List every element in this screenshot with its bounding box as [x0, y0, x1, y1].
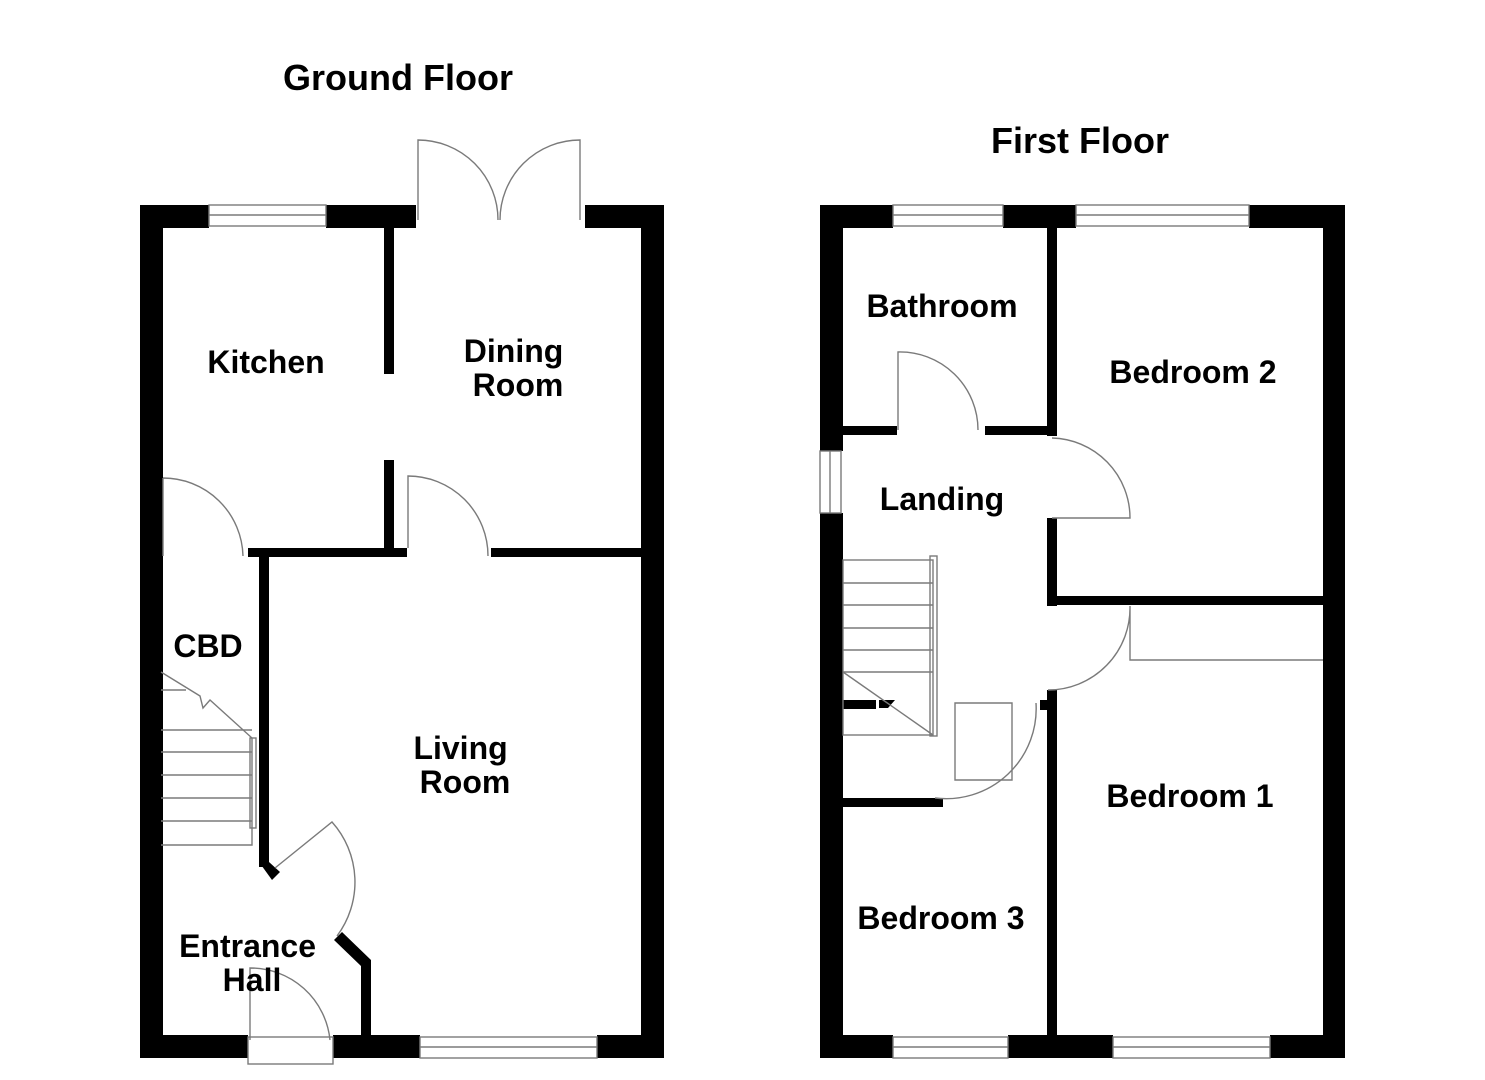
ground-floor-stairs [160, 671, 257, 846]
bedroom-2-door [1051, 437, 1131, 519]
ground-floor-outer-walls [140, 205, 664, 1058]
first-floor-title: First Floor [991, 120, 1169, 161]
first-floor-internal-walls [843, 226, 1325, 1037]
cbd-door [162, 477, 244, 557]
ground-floor-title: Ground Floor [283, 57, 513, 98]
room-label-kitchen: Kitchen [207, 344, 324, 380]
front-door [249, 967, 331, 1041]
ground-floor-internal-walls [248, 226, 643, 1037]
ground-floor-plan: Ground Floor [140, 57, 664, 1065]
room-label-entrance-hall: Entrance Hall [179, 928, 325, 998]
room-label-bedroom-3: Bedroom 3 [857, 900, 1024, 936]
room-label-living-room: Living Room [413, 730, 516, 800]
room-label-bathroom: Bathroom [866, 288, 1017, 324]
first-floor-doors [897, 351, 1323, 800]
bathroom-door [897, 351, 979, 431]
french-doors [417, 139, 499, 221]
room-label-cbd: CBD [173, 628, 242, 664]
first-floor-stairs [842, 555, 938, 737]
room-label-landing: Landing [880, 481, 1004, 517]
ground-floor-doors [162, 139, 581, 1041]
bedroom-1-door [1047, 605, 1323, 691]
bedroom-3-door [954, 702, 1013, 781]
ground-floor-windows [208, 204, 598, 1065]
living-room-hall-door [274, 821, 356, 937]
first-floor-labels: Bathroom Bedroom 2 Landing Bedroom 1 Bed… [857, 288, 1276, 936]
front-door-threshold [247, 1036, 334, 1065]
first-floor-windows [819, 204, 1271, 1059]
room-label-bedroom-2: Bedroom 2 [1109, 354, 1276, 390]
room-label-dining-room: Dining Room [464, 333, 572, 403]
first-floor-outer-walls [820, 205, 1345, 1058]
first-floor-plan: First Floor [819, 120, 1345, 1059]
room-label-bedroom-1: Bedroom 1 [1106, 778, 1273, 814]
ground-floor-labels: Kitchen Dining Room CBD Living Room Entr… [173, 333, 572, 998]
living-room-door [407, 475, 489, 557]
